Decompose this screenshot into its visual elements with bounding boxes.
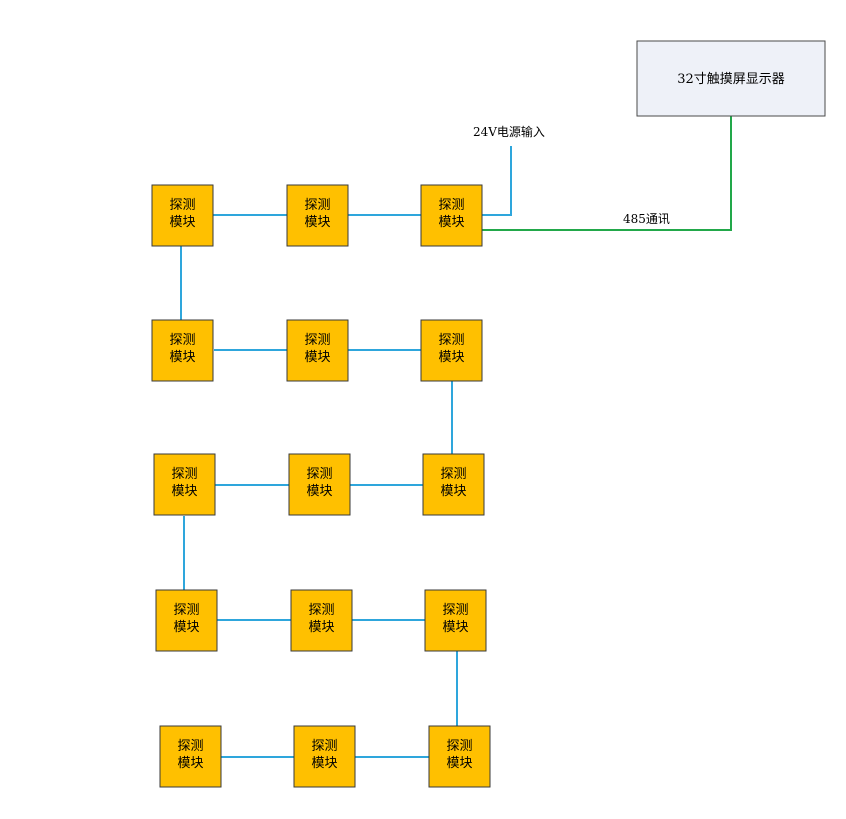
module-label-line2: 模块 [442, 620, 468, 635]
module-box [159, 725, 222, 788]
module-label-line2: 模块 [438, 215, 464, 230]
module-label-line1: 探测 [171, 467, 197, 482]
module-box [151, 184, 214, 247]
wires [180, 116, 732, 758]
module-box [422, 453, 485, 516]
module-box [288, 453, 351, 516]
module-label-line2: 模块 [306, 484, 332, 499]
module-box [293, 725, 356, 788]
module-box [420, 319, 483, 382]
module-box [424, 589, 487, 652]
module-box [290, 589, 353, 652]
power-input-label: 24V电源输入 [473, 124, 545, 139]
module-box [151, 319, 214, 382]
module-label-line1: 探测 [311, 739, 337, 754]
display-label: 32寸触摸屏显示器 [677, 72, 785, 87]
power-input-wire [482, 146, 512, 216]
module-label-line1: 探测 [440, 467, 466, 482]
module-label-line1: 探测 [308, 603, 334, 618]
module-label-line2: 模块 [171, 484, 197, 499]
module-label-line2: 模块 [438, 350, 464, 365]
module-label-line2: 模块 [440, 484, 466, 499]
module-label-line2: 模块 [177, 756, 203, 771]
module-box [153, 453, 216, 516]
module-box [286, 319, 349, 382]
module-label-line1: 探测 [169, 333, 195, 348]
display-box [636, 40, 826, 117]
module-label-line1: 探测 [438, 198, 464, 213]
module-box [420, 184, 483, 247]
module-label-line1: 探测 [446, 739, 472, 754]
module-label-line2: 模块 [311, 756, 337, 771]
module-box [428, 725, 491, 788]
comm-label: 485通讯 [623, 212, 670, 226]
module-label-line2: 模块 [446, 756, 472, 771]
module-label-line1: 探测 [169, 198, 195, 213]
module-label-line1: 探测 [442, 603, 468, 618]
module-label-line1: 探测 [438, 333, 464, 348]
module-label-line1: 探测 [304, 333, 330, 348]
module-label-line1: 探测 [177, 739, 203, 754]
module-label-line2: 模块 [304, 215, 330, 230]
module-label-line2: 模块 [169, 215, 195, 230]
module-label-line2: 模块 [169, 350, 195, 365]
module-box [286, 184, 349, 247]
module-label-line1: 探测 [304, 198, 330, 213]
comm-wire [482, 116, 732, 231]
module-label-line1: 探测 [173, 603, 199, 618]
module-box [155, 589, 218, 652]
module-grid: 探测模块探测模块探测模块探测模块探测模块探测模块探测模块探测模块探测模块探测模块… [151, 184, 491, 788]
module-label-line2: 模块 [173, 620, 199, 635]
module-label-line2: 模块 [308, 620, 334, 635]
module-label-line1: 探测 [306, 467, 332, 482]
module-label-line2: 模块 [304, 350, 330, 365]
touchscreen-display: 32寸触摸屏显示器 [636, 40, 826, 117]
